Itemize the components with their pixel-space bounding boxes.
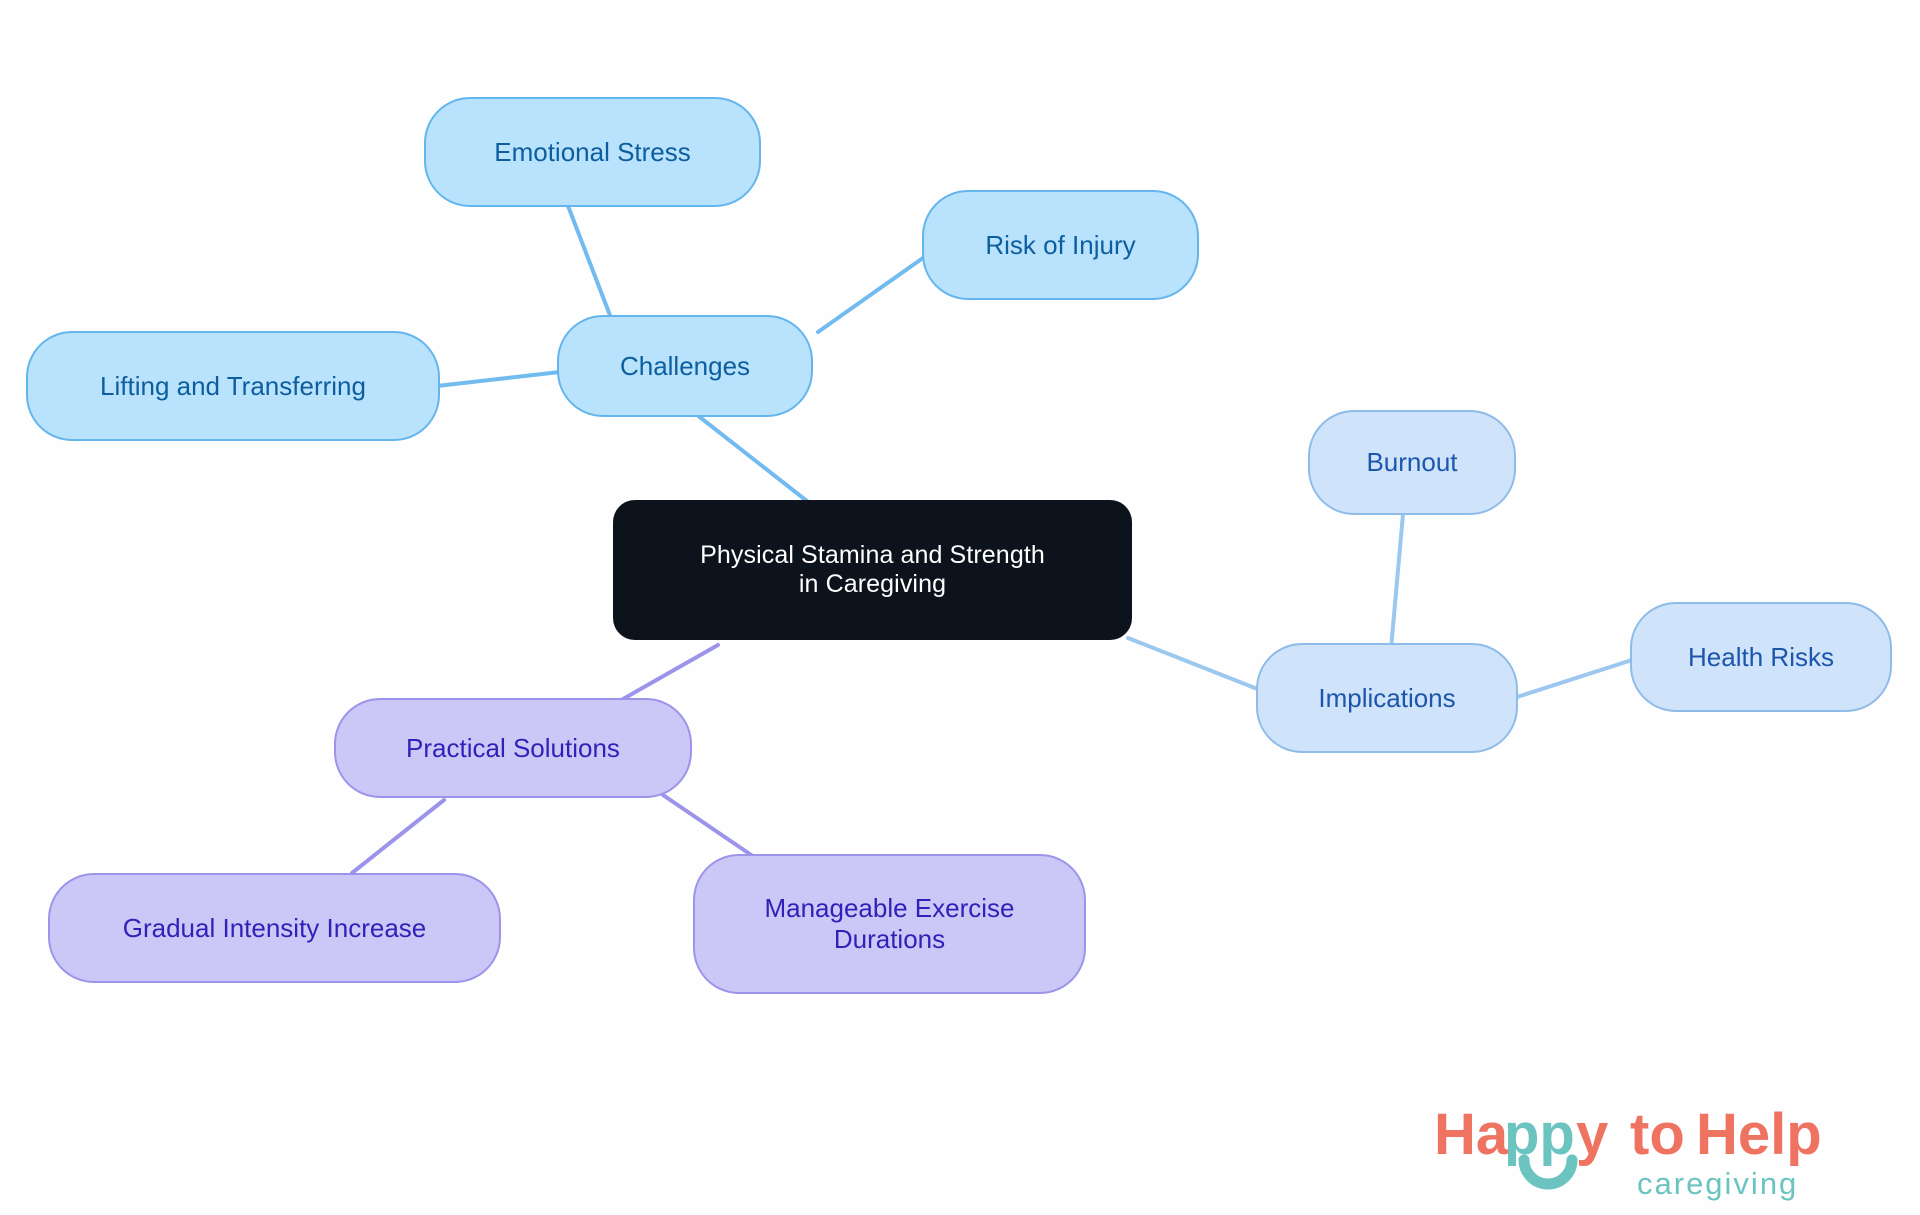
brand-logo: Ha pp y to Help caregiving (1434, 1102, 1822, 1201)
logo-word-y: y (1576, 1102, 1608, 1167)
mindmap-node-lifting-and-transferring[interactable]: Lifting and Transferring (26, 331, 440, 441)
edge-challenges-to-risk-of-injury (816, 251, 932, 334)
edge-practical-solutions-to-gradual-intensity-increase (350, 798, 446, 875)
edge-challenges-to-lifting-and-transferring (435, 370, 562, 388)
edge-implications-to-burnout (1388, 512, 1405, 662)
mindmap-node-implications[interactable]: Implications (1256, 643, 1518, 753)
mindmap-node-health-risks[interactable]: Health Risks (1630, 602, 1892, 712)
logo-word-pp: pp (1504, 1102, 1575, 1167)
logo-word-help: Help (1696, 1102, 1822, 1167)
logo-word-happy: Ha (1434, 1102, 1509, 1167)
logo-smile-icon (1518, 1154, 1578, 1190)
edge-practical-solutions-to-manageable-exercise-durations (661, 793, 765, 865)
mindmap-node-burnout[interactable]: Burnout (1308, 410, 1516, 515)
mindmap-node-emotional-stress[interactable]: Emotional Stress (424, 97, 761, 207)
mindmap-node-practical-solutions[interactable]: Practical Solutions (334, 698, 692, 798)
edge-implications-to-health-risks (1515, 658, 1634, 699)
logo-tagline: caregiving (1637, 1166, 1798, 1201)
mindmap-node-risk-of-injury[interactable]: Risk of Injury (922, 190, 1199, 300)
logo-word-to: to (1630, 1102, 1685, 1167)
edge-root-to-implications (1126, 636, 1262, 692)
mindmap-node-challenges[interactable]: Challenges (557, 315, 813, 417)
mindmap-node-manageable-exercise-durations[interactable]: Manageable Exercise Durations (693, 854, 1086, 994)
mindmap-root-node[interactable]: Physical Stamina and Strength in Caregiv… (613, 500, 1132, 640)
mindmap-node-gradual-intensity-increase[interactable]: Gradual Intensity Increase (48, 873, 501, 983)
